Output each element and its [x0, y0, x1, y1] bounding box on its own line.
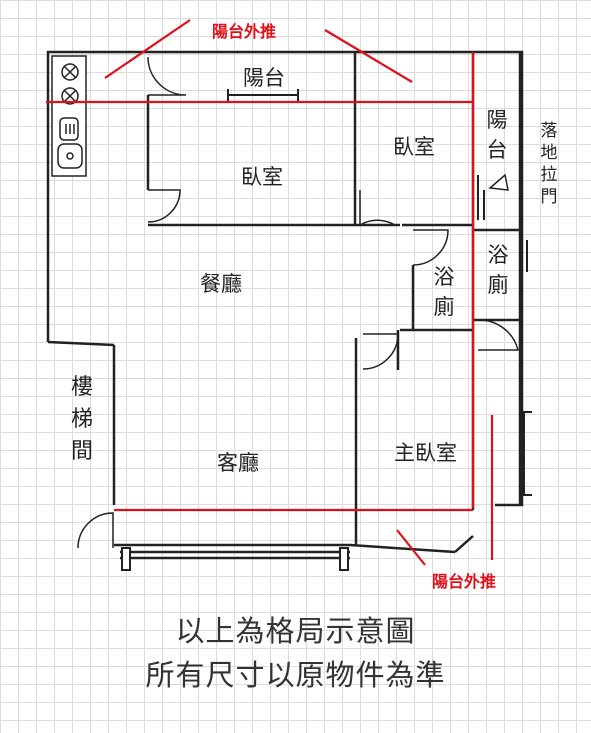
push-out-lines — [46, 19, 494, 566]
sliding-door — [477, 173, 532, 496]
note-line-1: 以上為格局示意圖 — [175, 614, 416, 648]
glyph: 落 — [540, 121, 558, 141]
kitchen-counter — [51, 55, 87, 177]
glyph: 間 — [70, 438, 93, 464]
glyph: 梯 — [70, 406, 93, 432]
label-balcony-top: 陽台 — [243, 66, 285, 90]
annotation-push-out-bottom: 陽台外推 — [432, 572, 497, 591]
label-sliding-door: 落地拉門 — [540, 120, 558, 208]
label-master-bedroom: 主臥室 — [394, 441, 457, 465]
note-line-2: 所有尺寸以原物件為準 — [145, 658, 446, 692]
glyph: 廁 — [487, 273, 509, 298]
glyph: 台 — [486, 138, 508, 163]
glyph: 地 — [540, 143, 558, 164]
annotation-push-out-top: 陽台外推 — [212, 22, 277, 41]
balcony-rail — [227, 89, 299, 101]
glyph: 拉 — [540, 165, 558, 186]
label-bath-right: 浴廁 — [486, 240, 510, 301]
glyph: 浴 — [487, 243, 509, 267]
glyph: 門 — [540, 187, 558, 208]
glyph: 浴 — [433, 265, 455, 289]
label-bath-center: 浴廁 — [432, 262, 456, 323]
label-balcony-right: 陽台 — [485, 105, 509, 166]
doors — [77, 56, 519, 549]
label-living: 客廳 — [217, 451, 259, 475]
label-bedroom-right: 臥室 — [393, 135, 435, 159]
glyph: 樓 — [70, 375, 93, 400]
glyph: 陽 — [486, 108, 508, 132]
glyph: 廁 — [433, 295, 455, 320]
window-posts — [121, 547, 349, 571]
label-bedroom-left: 臥室 — [241, 165, 283, 189]
label-stairwell: 樓梯間 — [69, 372, 95, 468]
label-dining: 餐廳 — [200, 272, 242, 296]
